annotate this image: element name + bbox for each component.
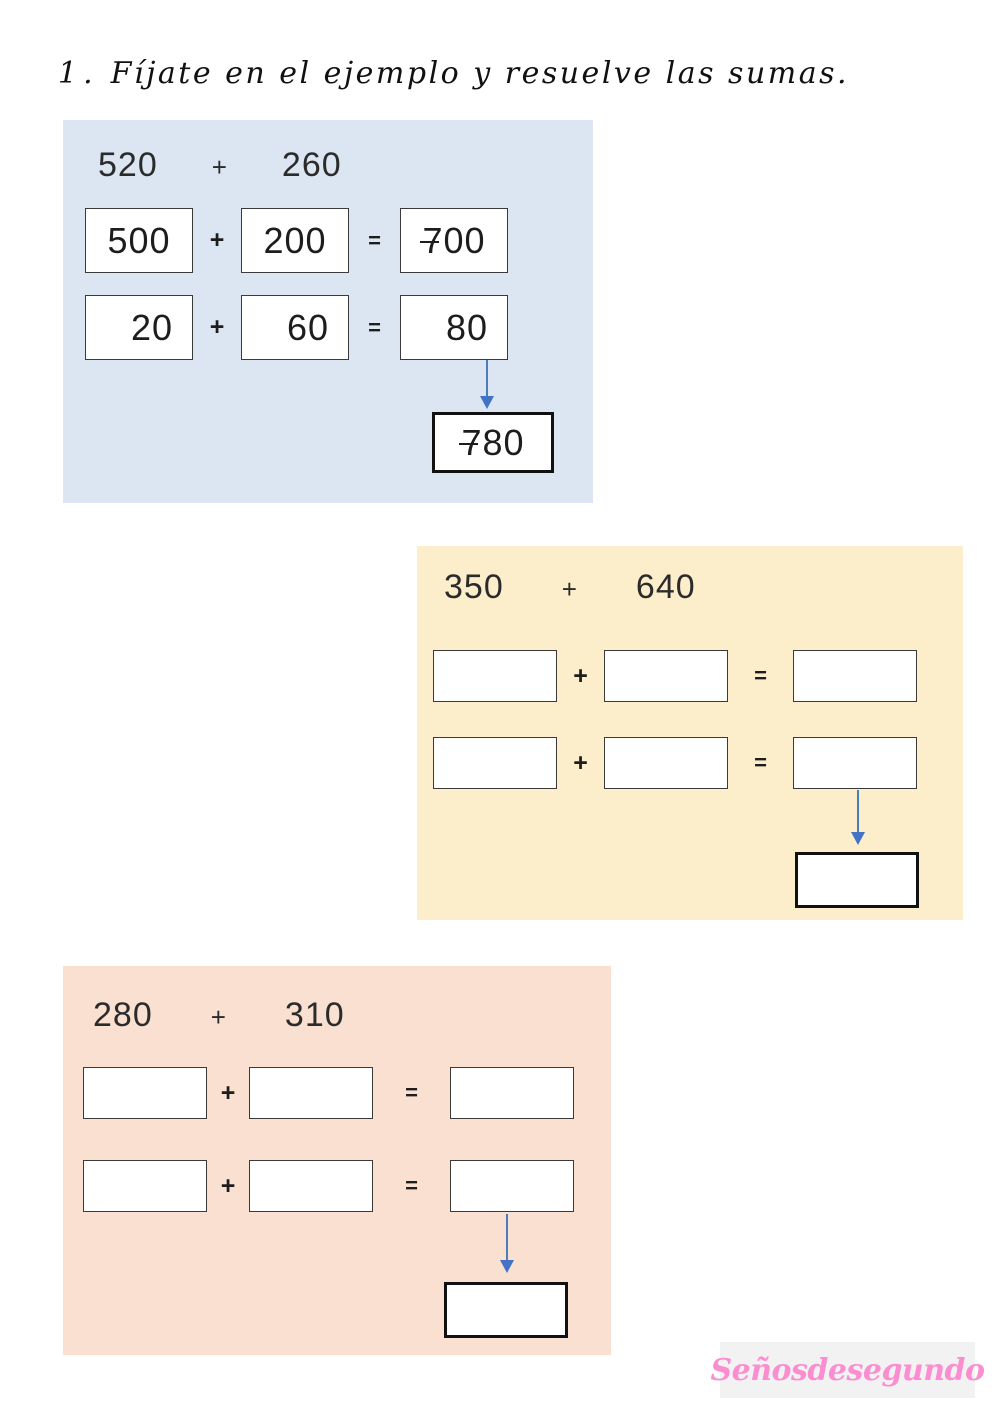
header-left-operand: 280 xyxy=(93,996,153,1034)
peach-total[interactable] xyxy=(444,1282,568,1338)
peach-row-2: + = xyxy=(83,1160,574,1212)
header-plus-symbol: + xyxy=(211,152,228,182)
header-right-operand: 310 xyxy=(284,996,345,1034)
amber-arrow-icon xyxy=(850,790,866,848)
example-blue-arrow-icon xyxy=(479,360,495,412)
peach-row-2-result[interactable] xyxy=(450,1160,574,1212)
example-blue-row-2-result[interactable]: 80 xyxy=(400,295,508,360)
example-blue-row-1-plus: + xyxy=(209,226,225,254)
peach-row-2-addend-b[interactable] xyxy=(249,1160,373,1212)
result-digits-700: 00 xyxy=(443,219,486,261)
amber-row-2-result[interactable] xyxy=(793,737,917,789)
amber-row-1-addend-a[interactable] xyxy=(433,650,557,702)
peach-row-2-addend-a[interactable] xyxy=(83,1160,207,1212)
example-blue-row-1-result[interactable]: 700 xyxy=(400,208,508,273)
peach-row-1-addend-b[interactable] xyxy=(249,1067,373,1119)
example-blue-row-1-addend-b[interactable]: 200 xyxy=(241,208,349,273)
peach-row-1-result[interactable] xyxy=(450,1067,574,1119)
peach-row-1: + = xyxy=(83,1067,574,1119)
header-right-operand: 640 xyxy=(635,568,696,606)
amber-row-1-result[interactable] xyxy=(793,650,917,702)
example-blue-total[interactable]: 780 xyxy=(432,412,554,473)
example-blue-header-expression: 520 + 260 xyxy=(98,146,398,185)
example-blue-row-1-addend-a[interactable]: 500 xyxy=(85,208,193,273)
example-blue-row-1-equals: = xyxy=(368,227,381,253)
example-blue-row-1: 500 + 200 = 700 xyxy=(85,208,508,273)
peach-header-expression: 280 + 310 xyxy=(93,996,423,1035)
amber-total[interactable] xyxy=(795,852,919,908)
header-plus-symbol: + xyxy=(561,574,578,604)
amber-row-1: + = xyxy=(433,650,917,702)
instruction-number: 1. xyxy=(58,56,99,91)
header-left-operand: 520 xyxy=(98,146,158,184)
amber-row-2: + = xyxy=(433,737,917,789)
amber-row-2-equals: = xyxy=(754,750,767,775)
example-blue-row-2-equals: = xyxy=(368,314,381,340)
header-right-operand: 260 xyxy=(281,146,342,184)
seven-glyph-700: 700 xyxy=(420,219,486,261)
peach-row-1-addend-a[interactable] xyxy=(83,1067,207,1119)
total-digits-780: 80 xyxy=(482,421,525,463)
peach-row-1-plus: + xyxy=(220,1078,236,1107)
example-blue-row-2: 20 + 60 = 80 xyxy=(85,295,508,360)
watermark-logo: Señosdesegundo xyxy=(710,1342,985,1398)
peach-arrow-icon xyxy=(499,1214,515,1276)
amber-row-1-plus: + xyxy=(573,661,588,690)
header-plus-symbol: + xyxy=(210,1002,227,1032)
instruction-text: Fíjate en el ejemplo y resuelve las suma… xyxy=(110,56,850,91)
amber-row-2-addend-b[interactable] xyxy=(604,737,728,789)
page-title: 1. Fíjate en el ejemplo y resuelve las s… xyxy=(58,56,958,91)
peach-row-2-equals: = xyxy=(405,1173,418,1198)
amber-row-1-equals: = xyxy=(754,663,767,688)
header-left-operand: 350 xyxy=(444,568,504,606)
amber-row-2-addend-a[interactable] xyxy=(433,737,557,789)
amber-row-2-plus: + xyxy=(573,748,588,777)
peach-row-2-plus: + xyxy=(220,1171,236,1200)
seven-glyph-780: 780 xyxy=(459,421,525,463)
peach-row-1-equals: = xyxy=(405,1080,418,1105)
amber-header-expression: 350 + 640 xyxy=(444,568,774,607)
watermark-text: Señosdesegundo xyxy=(710,1352,985,1388)
example-blue-row-2-addend-a[interactable]: 20 xyxy=(85,295,193,360)
example-blue-row-2-plus: + xyxy=(209,313,225,341)
amber-row-1-addend-b[interactable] xyxy=(604,650,728,702)
example-blue-row-2-addend-b[interactable]: 60 xyxy=(241,295,349,360)
